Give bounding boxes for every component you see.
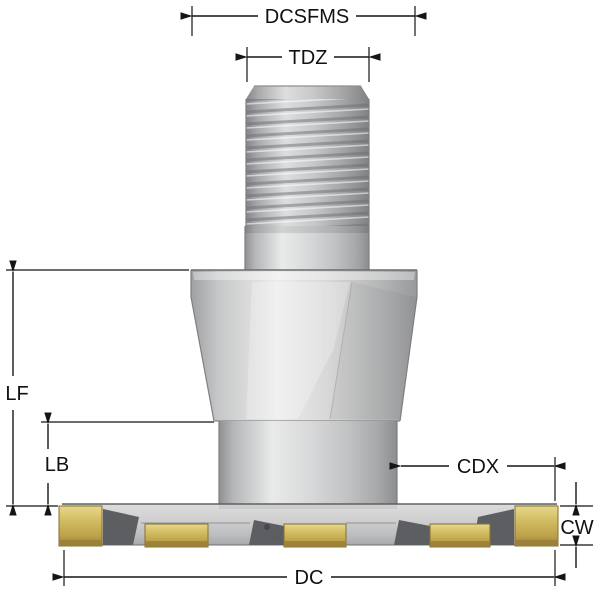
dim-label-dc: DC <box>295 567 324 589</box>
insert-right-end <box>514 505 559 547</box>
cone-silhouette <box>191 270 417 421</box>
cutter-disc <box>58 503 559 548</box>
dimension-cw: CW <box>560 482 594 568</box>
insert-bottom-3 <box>429 523 491 548</box>
clamp-screw <box>264 524 270 530</box>
dimension-tdz: TDZ <box>235 47 381 82</box>
chip-slot <box>394 520 430 545</box>
dim-label-cdx: CDX <box>457 456 499 478</box>
insert-left-end <box>58 505 103 547</box>
dim-label-cw: CW <box>560 517 593 539</box>
dim-label-lf: LF <box>5 383 28 405</box>
chip-slot <box>249 520 284 545</box>
tool-hub <box>218 421 398 505</box>
clamp-screw <box>275 535 279 539</box>
cone-highlight-facet <box>246 282 350 419</box>
dimension-cdx: CDX <box>389 456 566 501</box>
tool-threaded-shank <box>245 85 370 226</box>
dimension-dc: DC <box>52 550 566 589</box>
tool-body-cone <box>190 269 418 422</box>
tool-neck <box>244 226 370 271</box>
shank-top-chamfer <box>246 86 369 99</box>
dimension-lf: LF <box>5 260 189 516</box>
insert-bottom-1 <box>144 523 209 548</box>
dim-label-lb: LB <box>45 454 69 476</box>
dimension-lb: LB <box>41 412 214 516</box>
insert-bottom-2 <box>283 523 347 548</box>
dim-label-tdz: TDZ <box>289 47 328 69</box>
dim-label-dcsfms: DCSFMS <box>265 6 349 28</box>
chip-slot <box>103 509 139 545</box>
dimension-dcsfms: DCSFMS <box>180 6 427 36</box>
